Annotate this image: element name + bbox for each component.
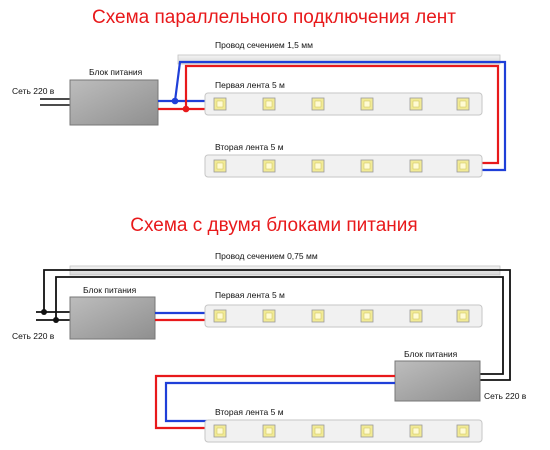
scheme1-mains-wires xyxy=(40,98,70,106)
led-chip-icon xyxy=(409,309,423,323)
scheme1-negative-wire xyxy=(158,60,507,172)
led-chip-icon xyxy=(213,97,227,111)
scheme1-strip1-leds xyxy=(213,97,470,111)
led-chip-icon xyxy=(311,309,325,323)
scheme2-led-strip-2 xyxy=(204,419,483,443)
scheme1-psu-label: Блок питания xyxy=(89,67,143,77)
led-chip-icon xyxy=(360,424,374,438)
scheme2-mains1-label: Сеть 220 в xyxy=(12,331,55,341)
led-chip-icon xyxy=(409,159,423,173)
scheme2-strip2-negative-wire xyxy=(164,381,395,423)
scheme-two-psu: Схема с двумя блоками питания Провод сеч… xyxy=(12,215,527,443)
led-chip-icon xyxy=(409,424,423,438)
scheme2-strip2-leds xyxy=(213,424,470,438)
scheme1-negative-junction-icon xyxy=(171,97,179,105)
scheme1-led-strip-1 xyxy=(204,92,483,116)
scheme1-positive-junction-icon xyxy=(182,105,190,113)
scheme1-strip2-label: Вторая лента 5 м xyxy=(215,142,284,152)
led-chip-icon xyxy=(456,159,470,173)
scheme2-mains-junction-icon xyxy=(41,309,47,315)
led-chip-icon xyxy=(360,97,374,111)
scheme2-psu2-label: Блок питания xyxy=(404,349,458,359)
led-chip-icon xyxy=(456,309,470,323)
scheme2-strip2-positive-wire xyxy=(154,374,395,430)
scheme2-strip1-label: Первая лента 5 м xyxy=(215,290,285,300)
scheme1-strip1-label: Первая лента 5 м xyxy=(215,80,285,90)
led-chip-icon xyxy=(456,424,470,438)
led-chip-icon xyxy=(213,159,227,173)
scheme2-led-strip-1 xyxy=(204,304,483,328)
led-chip-icon xyxy=(311,97,325,111)
scheme2-strip1-leds xyxy=(213,309,470,323)
scheme1-cable-sheath xyxy=(177,54,501,65)
led-chip-icon xyxy=(213,309,227,323)
scheme1-power-supply xyxy=(69,79,159,126)
led-chip-icon xyxy=(262,159,276,173)
scheme2-power-supply-1 xyxy=(69,296,156,340)
scheme2-title: Схема с двумя блоками питания xyxy=(130,215,417,236)
scheme2-strip2-label: Вторая лента 5 м xyxy=(215,407,284,417)
scheme1-led-strip-2 xyxy=(204,154,483,178)
scheme1-mains-label: Сеть 220 в xyxy=(12,86,55,96)
led-chip-icon xyxy=(409,97,423,111)
scheme2-power-supply-2 xyxy=(394,360,481,402)
led-chip-icon xyxy=(311,424,325,438)
led-chip-icon xyxy=(456,97,470,111)
scheme2-wire-label: Провод сечением 0,75 мм xyxy=(215,251,318,261)
scheme2-psu1-label: Блок питания xyxy=(83,285,137,295)
scheme2-mains2-label: Сеть 220 в xyxy=(484,391,527,401)
led-chip-icon xyxy=(360,159,374,173)
led-chip-icon xyxy=(360,309,374,323)
scheme1-title: Схема параллельного подключения лент xyxy=(92,7,456,28)
scheme1-wire-label: Провод сечением 1,5 мм xyxy=(215,40,313,50)
led-chip-icon xyxy=(262,424,276,438)
led-chip-icon xyxy=(262,309,276,323)
scheme1-strip2-leds xyxy=(213,159,470,173)
led-chip-icon xyxy=(311,159,325,173)
scheme-parallel: Схема параллельного подключения лент Про… xyxy=(12,7,507,178)
scheme2-mains-junction-icon xyxy=(53,317,59,323)
led-chip-icon xyxy=(213,424,227,438)
led-chip-icon xyxy=(262,97,276,111)
